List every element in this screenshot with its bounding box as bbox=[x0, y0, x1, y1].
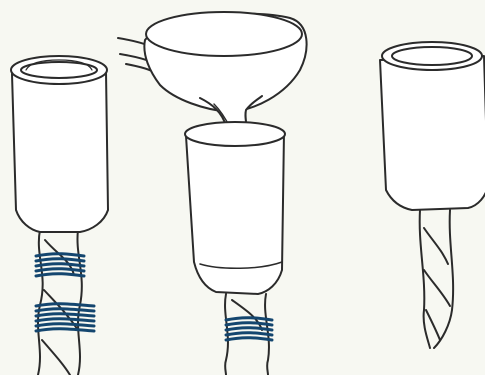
middle-flute bbox=[232, 300, 262, 330]
left-shank-2 bbox=[77, 230, 81, 375]
right-flute-2 bbox=[424, 270, 450, 306]
right-bit-right bbox=[434, 210, 453, 348]
left-assembly bbox=[11, 56, 108, 375]
left-shank bbox=[38, 230, 43, 375]
left-flute-3 bbox=[42, 340, 70, 375]
right-flute-1 bbox=[424, 228, 448, 264]
middle-cup-body bbox=[186, 132, 284, 294]
middle-wire bbox=[226, 318, 272, 340]
left-cup-body bbox=[12, 72, 108, 232]
left-wire-upper bbox=[36, 254, 84, 276]
right-flute-3 bbox=[426, 310, 440, 340]
right-assembly bbox=[380, 42, 485, 348]
middle-cup-rim bbox=[185, 122, 285, 146]
left-wire-lower bbox=[36, 304, 94, 331]
ladle-rim bbox=[146, 12, 302, 56]
right-cup-body bbox=[380, 56, 485, 210]
middle-assembly bbox=[118, 12, 307, 375]
